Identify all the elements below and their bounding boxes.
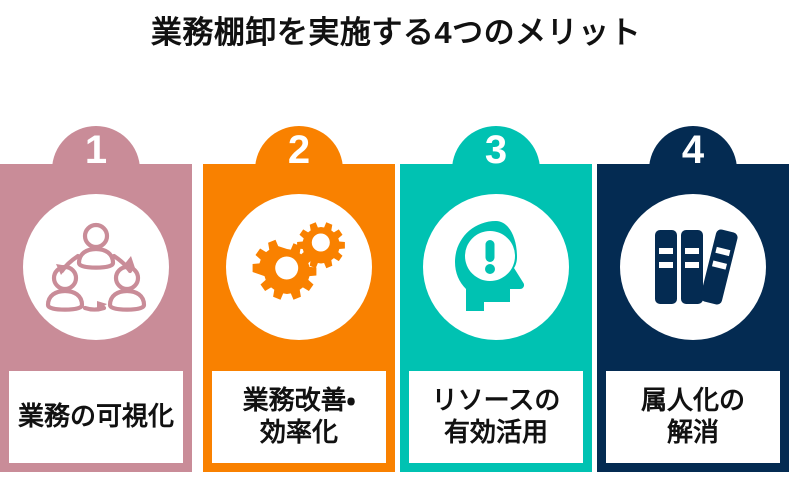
head-exclamation-icon xyxy=(444,215,548,319)
card-label-4: 属人化の 解消 xyxy=(606,371,780,463)
icon-circle-2 xyxy=(226,194,372,340)
page-title: 業務棚卸を実施する4つのメリット xyxy=(150,15,642,50)
icon-circle-4 xyxy=(620,194,766,340)
card-number-2: 2 xyxy=(287,128,311,172)
icon-circle-3 xyxy=(423,194,569,340)
card-number-1: 1 xyxy=(84,128,108,172)
icon-circle-1 xyxy=(23,194,169,340)
benefit-card-list: 1 xyxy=(0,126,792,476)
benefit-card-2[interactable]: 2 業務改善・ 効率化 xyxy=(203,126,395,472)
benefit-card-1[interactable]: 1 xyxy=(0,126,192,472)
card-label-2: 業務改善・ 効率化 xyxy=(212,371,386,463)
card-label-3: リソースの 有効活用 xyxy=(409,371,583,463)
card-label-text-1: 業務の可視化 xyxy=(17,401,174,432)
card-number-4: 4 xyxy=(681,128,705,172)
card-label-text-2: 業務改善・ 効率化 xyxy=(242,385,356,447)
card-label-1: 業務の可視化 xyxy=(9,371,183,463)
books-icon xyxy=(643,217,743,317)
benefit-card-3[interactable]: 3 リソースの 有効活用 xyxy=(400,126,592,472)
gears-icon xyxy=(247,215,351,319)
card-label-text-4: 属人化の 解消 xyxy=(640,385,745,447)
benefit-card-4[interactable]: 4 xyxy=(597,126,789,472)
card-number-3: 3 xyxy=(484,128,508,172)
card-label-text-3: リソースの 有効活用 xyxy=(431,385,561,447)
people-cycle-icon xyxy=(41,212,151,322)
